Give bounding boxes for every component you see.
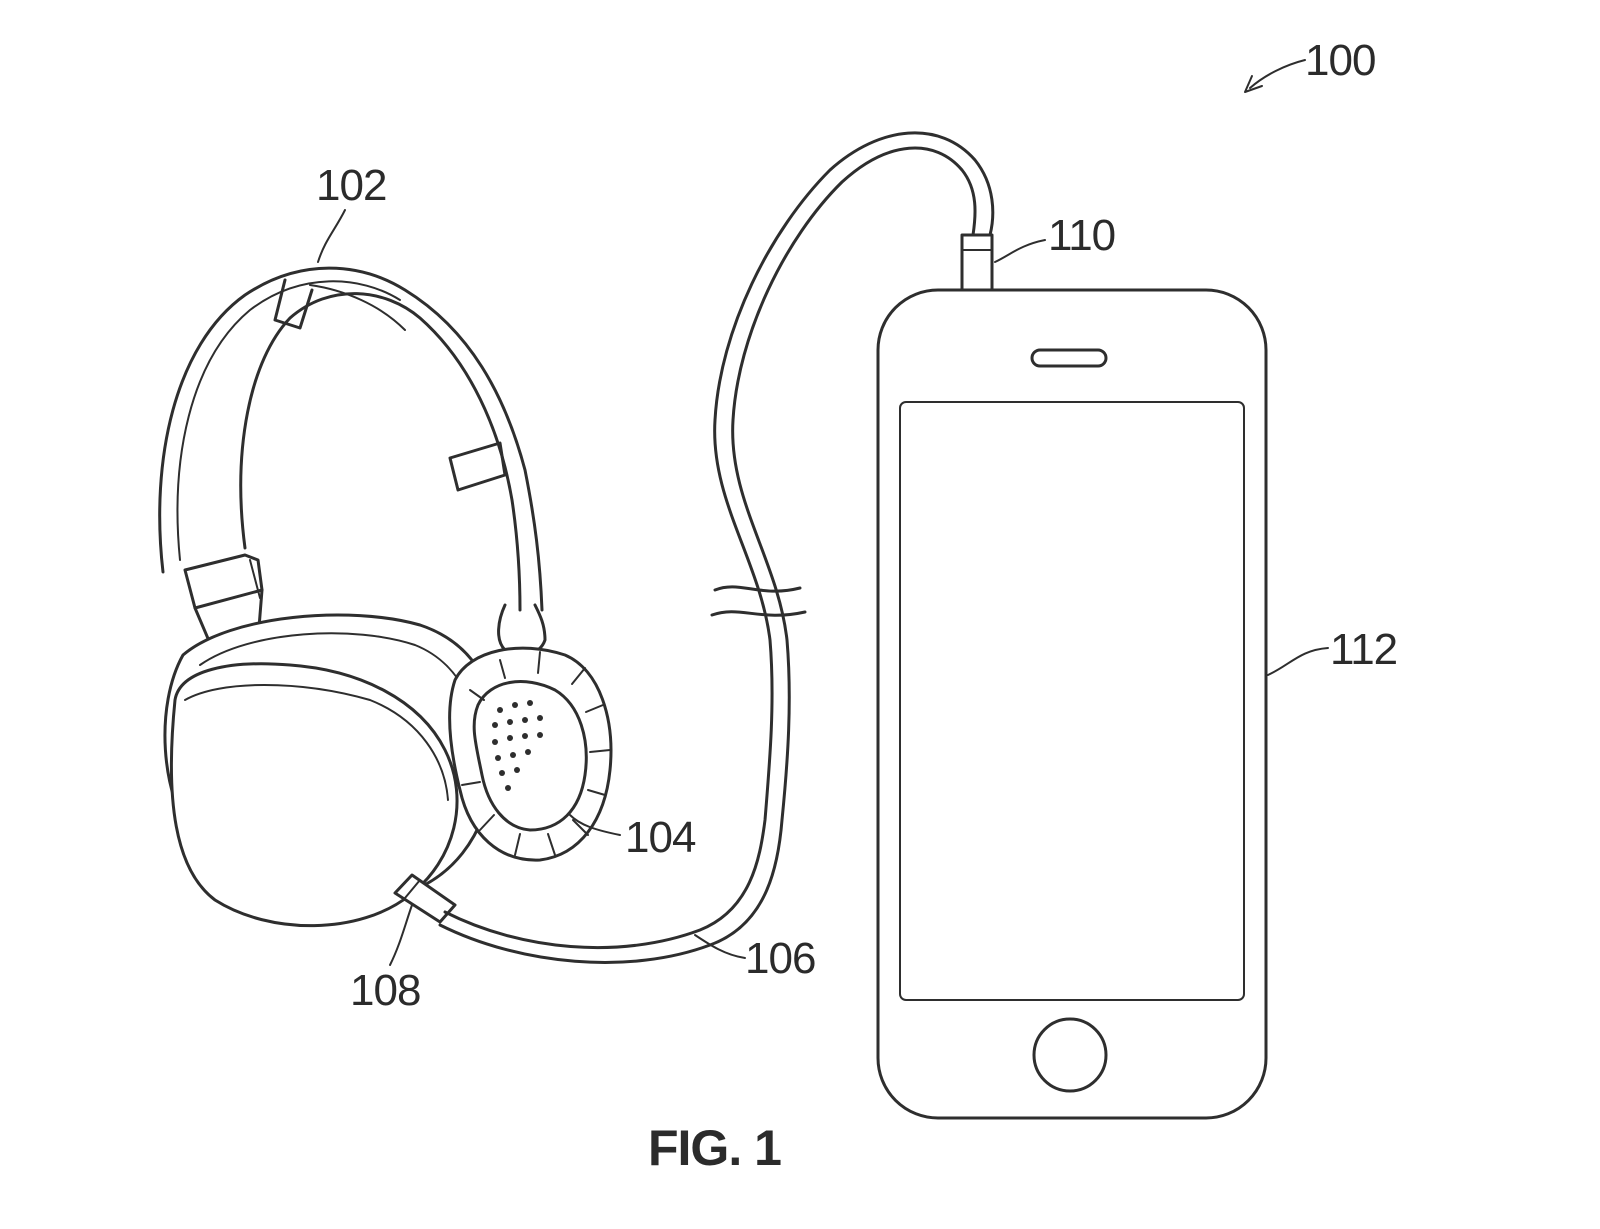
right-ear-cup-cushion [448,646,613,862]
label-102: 102 [316,161,386,210]
left-ear-cup [163,613,499,928]
headphones [158,266,613,928]
device-speaker-slot [1030,348,1108,368]
reference-labels: 100 102 110 112 104 106 108 FIG. 1 [316,36,1398,1176]
headband [158,266,547,657]
label-108: 108 [350,966,420,1015]
label-104: 104 [625,813,696,862]
mobile-device [876,288,1268,1120]
label-100: 100 [1305,36,1375,85]
leader-lines [317,59,1329,966]
device-screen [899,401,1245,1001]
home-button [1032,1017,1108,1093]
label-106: 106 [745,934,815,983]
audio-plug [960,233,994,292]
label-110: 110 [1048,211,1115,260]
figure-caption: FIG. 1 [648,1120,781,1176]
speaker-grille [492,700,543,791]
label-112: 112 [1330,625,1397,674]
